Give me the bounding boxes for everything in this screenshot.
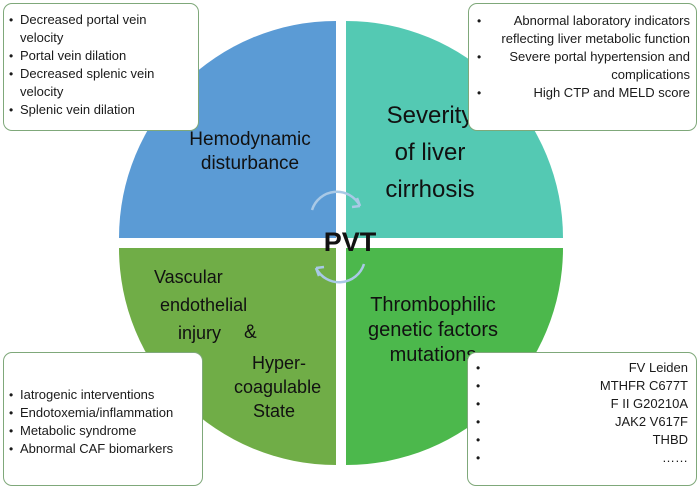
quadrant-title-hemodynamic: Hemodynamic disturbance [189, 129, 311, 174]
endothelial-line-1: Vascular [154, 267, 223, 287]
hypercoagulable-line-1: Hyper- [252, 353, 307, 373]
liver-title-line-3: cirrhosis [385, 176, 475, 203]
quadrant-thrombophilic [346, 248, 563, 465]
box-endothelial-factors: Iatrogenic interventions Endotoxemia/inf… [3, 352, 203, 486]
box-hemodynamic-factors: Decreased portal vein velocity Portal ve… [3, 3, 199, 131]
list-item: Splenic vein dilation [9, 101, 192, 119]
box-genetic-mutations: FV Leiden MTHFR C677T F II G20210A JAK2 … [467, 352, 697, 486]
list-item: F II G20210A [476, 395, 688, 413]
quadrant-endothelial-injury [119, 248, 336, 465]
list-item: JAK2 V617F [476, 413, 688, 431]
list-item: High CTP and MELD score [477, 84, 690, 102]
liver-title-line-1: Severity [386, 102, 474, 129]
quadrant-hemodynamic [119, 21, 336, 238]
quadrant-title-thrombophilic: Thrombophilic genetic factors mutations [367, 294, 499, 366]
box-liver-severity-factors: Abnormal laboratory indicators reflectin… [468, 3, 697, 131]
endothelial-line-2: endothelial [160, 295, 248, 315]
list-item: Portal vein dilation [9, 47, 192, 65]
quadrant-liver-cirrhosis [346, 21, 563, 238]
list-item: …… [476, 449, 688, 467]
ampersand: & [244, 322, 257, 343]
list-item: Abnormal laboratory indicators reflectin… [477, 12, 690, 48]
list-item: Severe portal hypertension and complicat… [477, 48, 690, 84]
list-item: MTHFR C677T [476, 377, 688, 395]
list-item: Decreased splenic vein velocity [9, 65, 192, 101]
list-item: Decreased portal vein velocity [9, 11, 192, 47]
cycle-arrows-icon [310, 190, 366, 284]
liver-title-line-2: of liver [394, 139, 466, 166]
list-item: Abnormal CAF biomarkers [9, 440, 196, 458]
endothelial-line-3: injury [178, 323, 222, 343]
center-label-pvt: PVT [323, 227, 377, 257]
hypercoagulable-line-2: coagulable [234, 377, 322, 397]
list-item: Iatrogenic interventions [9, 386, 196, 404]
list-item: Endotoxemia/inflammation [9, 404, 196, 422]
hypercoagulable-line-3: State [253, 401, 296, 421]
list-item: Metabolic syndrome [9, 422, 196, 440]
list-item: THBD [476, 431, 688, 449]
quadrant-title-liver-cirrhosis: Severity of liver cirrhosis [360, 97, 500, 208]
list-item: FV Leiden [476, 359, 688, 377]
